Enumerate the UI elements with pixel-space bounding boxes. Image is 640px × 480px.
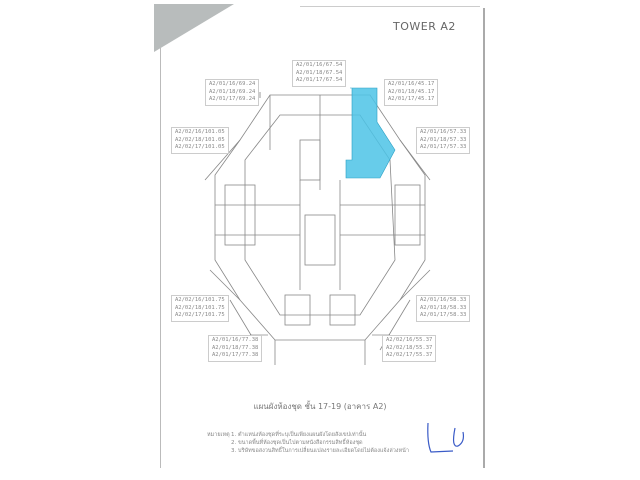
highlighted-unit (345, 87, 396, 179)
right-border (483, 8, 485, 468)
note-line: 2. ขนาดพื้นที่ห้องชุดเป็นไปตามหนังสือกรร… (231, 440, 363, 446)
divider (300, 6, 480, 7)
page-fold-corner (154, 4, 234, 52)
plan-title: แผนผังห้องชุด ชั้น 17-19 (อาคาร A2) (253, 402, 387, 411)
tower-label: TOWER A2 (393, 20, 456, 33)
note-line: 3. บริษัทขอสงวนสิทธิ์ในการเปลี่ยนแปลงราย… (231, 448, 409, 454)
left-border (160, 48, 161, 468)
notes-heading: หมายเหตุ (207, 432, 230, 438)
note-line: 1. ตำแหน่งห้องชุดที่ระบุเป็นเพียงแผนผังโ… (231, 432, 367, 438)
signature (427, 422, 465, 453)
